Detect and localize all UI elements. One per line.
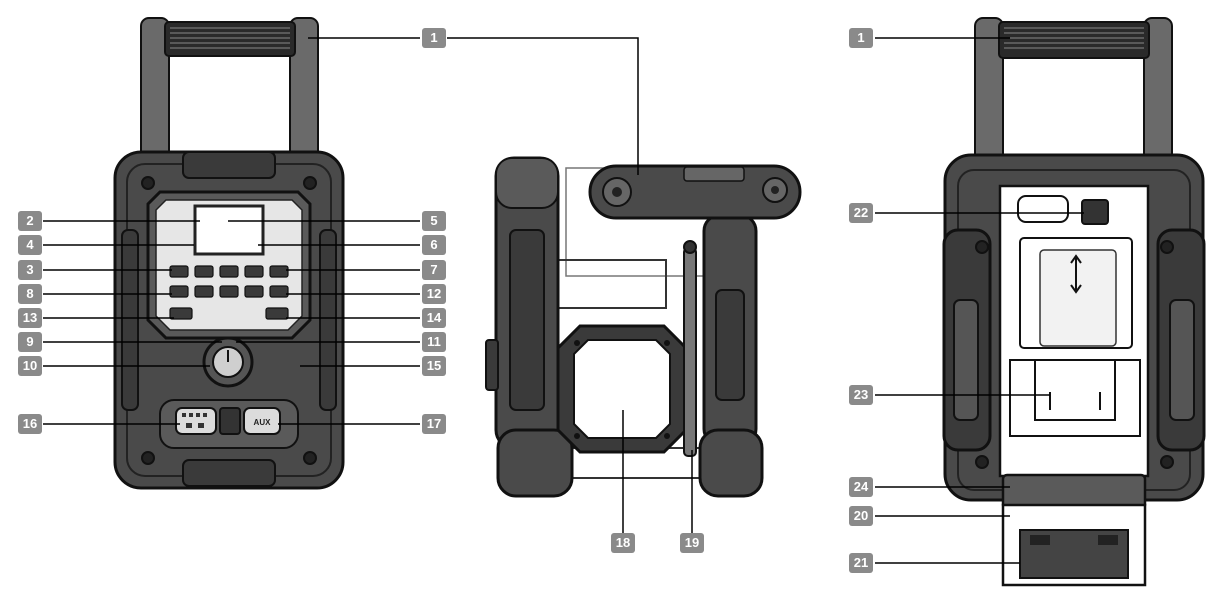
aux-label: AUX — [254, 418, 272, 427]
back-view — [942, 17, 1206, 587]
usb-port-panel — [175, 407, 217, 435]
callout-20: 20 — [849, 506, 873, 526]
side-view — [485, 156, 802, 498]
side-handle — [588, 164, 802, 220]
callout-1: 1 — [422, 28, 446, 48]
front-handle — [140, 17, 319, 179]
usb-charge-port — [1081, 199, 1109, 225]
leader-lines — [43, 37, 1084, 564]
front-view: AUX — [113, 17, 345, 490]
callout-14: 14 — [422, 308, 446, 328]
callout-21: 21 — [849, 553, 873, 573]
callout-23: 23 — [849, 385, 873, 405]
callout-2: 2 — [18, 211, 42, 231]
callout-7: 7 — [422, 260, 446, 280]
callout-10: 10 — [18, 356, 42, 376]
antenna — [683, 240, 697, 457]
callout-5: 5 — [422, 211, 446, 231]
callout-9: 9 — [18, 332, 42, 352]
callout-15: 15 — [422, 356, 446, 376]
callout-4: 4 — [18, 235, 42, 255]
callout-16: 16 — [18, 414, 42, 434]
callout-19: 19 — [680, 533, 704, 553]
aux-port-panel — [243, 407, 281, 435]
front-screws — [141, 176, 317, 465]
callout-6: 6 — [422, 235, 446, 255]
callout-18: 18 — [611, 533, 635, 553]
callout-13: 13 — [18, 308, 42, 328]
callout-3: 3 — [18, 260, 42, 280]
slide-arrow-icon — [1070, 254, 1082, 294]
display-screen — [193, 204, 265, 256]
callout-12: 12 — [422, 284, 446, 304]
front-buttons — [169, 265, 289, 320]
callout-1-back: 1 — [849, 28, 873, 48]
callout-24: 24 — [849, 477, 873, 497]
callout-11: 11 — [422, 332, 446, 352]
callout-22: 22 — [849, 203, 873, 223]
callout-8: 8 — [18, 284, 42, 304]
callout-17: 17 — [422, 414, 446, 434]
